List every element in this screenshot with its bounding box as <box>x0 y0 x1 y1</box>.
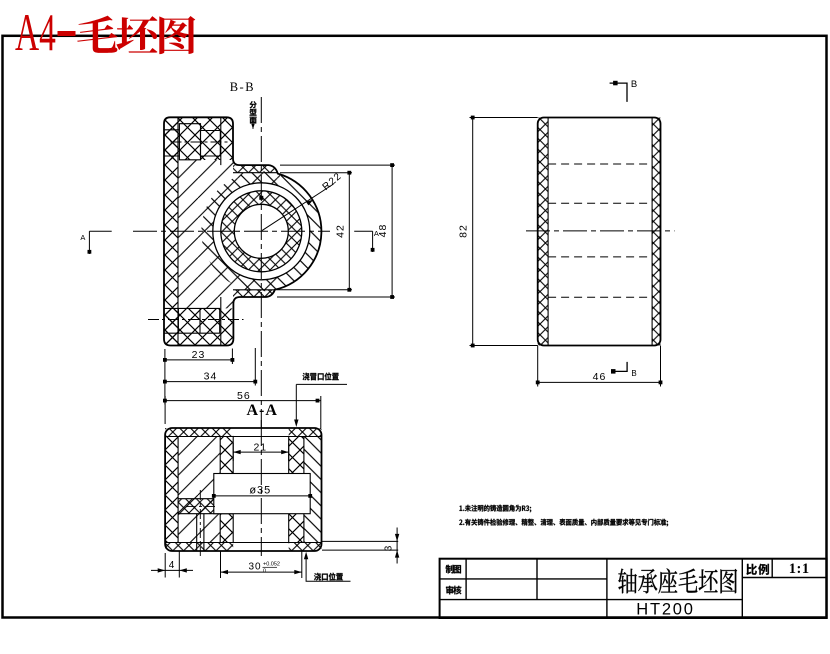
svg-text:3: 3 <box>384 545 395 551</box>
svg-text:A4: A4 <box>15 3 56 62</box>
svg-text:34: 34 <box>204 371 218 383</box>
svg-text:B-B: B-B <box>230 80 255 94</box>
svg-text:A: A <box>374 229 379 238</box>
svg-text:0: 0 <box>263 568 266 574</box>
svg-text:+0.052: +0.052 <box>263 562 280 568</box>
svg-text:23: 23 <box>192 349 206 361</box>
svg-text:48: 48 <box>377 224 389 238</box>
svg-text:R22: R22 <box>321 171 344 193</box>
svg-text:ø35: ø35 <box>249 485 271 497</box>
svg-text:A: A <box>80 233 85 242</box>
svg-text:4: 4 <box>169 560 175 571</box>
svg-text:1:1: 1:1 <box>789 561 810 577</box>
svg-text:46: 46 <box>593 371 607 383</box>
svg-text:B: B <box>631 79 637 90</box>
svg-text:HT200: HT200 <box>636 601 695 619</box>
svg-text:82: 82 <box>458 224 470 238</box>
svg-text:56: 56 <box>237 390 251 402</box>
svg-text:30: 30 <box>248 562 261 573</box>
svg-text:B: B <box>631 369 636 378</box>
svg-text:42: 42 <box>334 224 346 238</box>
svg-text:A-A: A-A <box>246 402 277 419</box>
svg-text:21: 21 <box>253 442 267 454</box>
